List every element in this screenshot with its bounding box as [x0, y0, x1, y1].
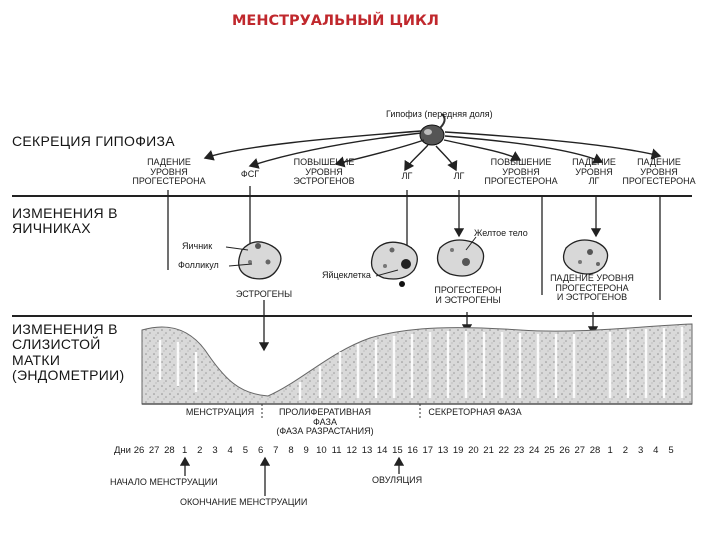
label-follicle: Фолликул	[178, 260, 219, 270]
day-number: 22	[498, 445, 510, 456]
ovary-2-icon	[370, 241, 418, 280]
day-number: 21	[483, 445, 494, 456]
day-number: 26	[559, 445, 570, 456]
day-number: 1	[181, 445, 188, 456]
day-number: 12	[346, 445, 358, 456]
label-estrogen-rise: ПОВЫШЕНИЕ УРОВНЯ ЭСТРОГЕНОВ	[293, 157, 355, 187]
label-fsh: ФСГ	[240, 169, 260, 179]
day-number: 2	[197, 445, 203, 456]
day-number: 27	[148, 445, 160, 456]
pointer-lines	[225, 236, 477, 277]
day-number: 4	[227, 445, 233, 456]
marker-ovulation: ОВУЛЯЦИЯ	[372, 475, 423, 485]
day-number: 28	[164, 445, 175, 456]
label-progesterone-rise: ПОВЫШЕНИЕ УРОВНЯ ПРОГЕСТЕРОНА	[484, 157, 558, 187]
day-number: 19	[452, 445, 464, 456]
day-number: 28	[589, 445, 601, 456]
ovary-4-icon	[562, 239, 609, 275]
days-label: Дни	[114, 445, 131, 456]
day-number: 14	[376, 445, 388, 456]
ovary-1-icon	[238, 241, 282, 280]
section-pituitary: СЕКРЕЦИЯ ГИПОФИЗА	[12, 133, 175, 149]
day-number: 15	[392, 445, 403, 456]
day-number: 10	[316, 445, 327, 456]
label-corpus-luteum: Желтое тело	[474, 228, 528, 238]
marker-menstruation-start: НАЧАЛО МЕНСТРУАЦИИ	[110, 477, 218, 487]
day-number: 5	[242, 445, 249, 456]
day-number: 1	[607, 445, 613, 456]
label-lh-1: ЛГ	[401, 171, 413, 181]
label-ovary: Яичник	[182, 241, 213, 251]
day-number: 4	[653, 445, 659, 456]
day-number: 25	[544, 445, 555, 456]
label-fall-prog-estro: ПАДЕНИЕ УРОВНЯ ПРОГЕСТЕРОНА И ЭСТРОГЕНОВ	[550, 273, 634, 303]
label-ovum: Яйцеклетка	[322, 270, 371, 280]
day-number: 2	[622, 445, 629, 456]
day-marker-arrows	[179, 456, 405, 496]
section-ovaries: ИЗМЕНЕНИЯ В ЯИЧНИКАХ	[12, 205, 118, 237]
day-number: 26	[133, 445, 145, 456]
day-number: 24	[528, 445, 540, 456]
label-progesterone-fall-2: ПАДЕНИЕ УРОВНЯ ПРОГЕСТЕРОНА	[622, 157, 696, 187]
day-number: 27	[574, 445, 586, 456]
phase-menstruation: МЕНСТРУАЦИЯ	[185, 407, 255, 417]
day-number: 3	[637, 445, 644, 456]
label-prog-estro: ПРОГЕСТЕРОН И ЭСТРОГЕНЫ	[434, 285, 502, 305]
day-number: 3	[212, 445, 218, 456]
pituitary-arrows	[203, 130, 662, 172]
ovary-3-icon	[436, 239, 485, 277]
label-estrogens: ЭСТРОГЕНЫ	[235, 289, 293, 299]
day-number: 5	[668, 445, 674, 456]
section-endometrium: ИЗМЕНЕНИЯ В СЛИЗИСТОЙ МАТКИ (ЭНДОМЕТРИИ)	[12, 321, 125, 384]
day-number: 6	[257, 445, 264, 456]
label-progesterone-fall: ПАДЕНИЕ УРОВНЯ ПРОГЕСТЕРОНА	[132, 157, 206, 187]
marker-menstruation-end: ОКОНЧАНИЕ МЕНСТРУАЦИИ	[180, 497, 308, 507]
ovum-icon	[399, 281, 405, 287]
day-number: 13	[361, 445, 373, 456]
day-number: 11	[331, 445, 342, 456]
day-number: 7	[273, 445, 279, 456]
endometrium-band	[141, 323, 693, 405]
pituitary-label: Гипофиз (передняя доля)	[386, 109, 493, 119]
day-number: 20	[468, 445, 479, 456]
day-number: 23	[513, 445, 525, 456]
phase-secretory: СЕКРЕТОРНАЯ ФАЗА	[428, 407, 522, 417]
day-number: 13	[437, 445, 449, 456]
day-number: 16	[407, 445, 418, 456]
day-number: 8	[288, 445, 294, 456]
phase-proliferative: ПРОЛИФЕРАТИВНАЯ ФАЗА (ФАЗА РАЗРАСТАНИЯ)	[276, 407, 374, 437]
day-number: 9	[303, 445, 309, 456]
page-title: МЕНСТРУАЛЬНЫЙ ЦИКЛ	[232, 13, 439, 29]
day-number: 17	[422, 445, 434, 456]
pituitary-gland-icon	[419, 113, 446, 146]
label-lh-2: ЛГ	[453, 171, 465, 181]
label-lh-fall: ПАДЕНИЕ УРОВНЯ ЛГ	[572, 157, 616, 187]
